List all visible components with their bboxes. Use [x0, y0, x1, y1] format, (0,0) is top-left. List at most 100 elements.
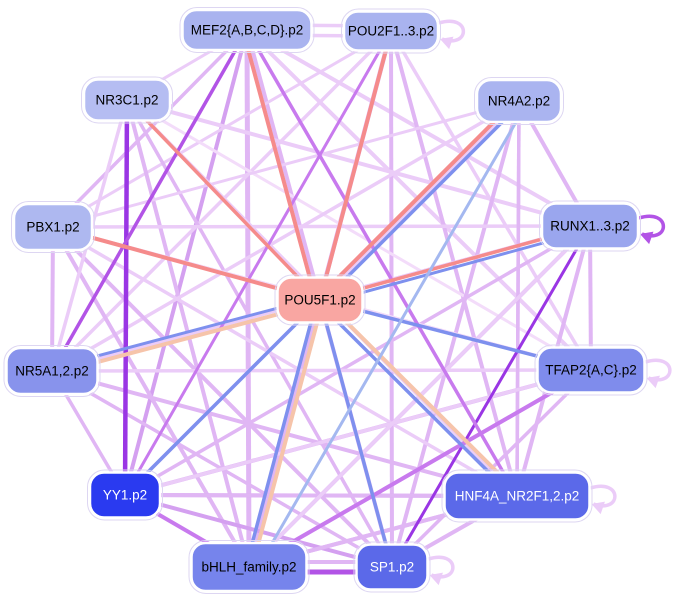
node-box-mef2[interactable] [181, 8, 313, 52]
node-hnf4a[interactable]: HNF4A_NR2F1,2.p2 [441, 469, 593, 523]
edge-runx1-pbx1 [62, 224, 590, 229]
edge-yy1-mef2 [123, 38, 247, 496]
edge-nr4a2-hnf4a [515, 101, 521, 487]
node-label-tfap2: TFAP2{A,C}.p2 [545, 363, 637, 378]
node-pou5f1[interactable]: POU5F1.p2 [274, 274, 366, 326]
edge-sp1-nr3c1 [129, 106, 394, 568]
node-sp1[interactable]: SP1.p2 [353, 541, 431, 593]
node-outline-pou5f1 [274, 274, 366, 326]
node-outline-mef2 [179, 7, 315, 53]
node-pou2f1[interactable]: POU2F1..3.p2 [341, 8, 441, 54]
edge-bhlh-pbx1 [56, 234, 251, 568]
node-outline-pbx1 [11, 201, 95, 253]
edge-tfap2-pou2f1 [394, 37, 593, 371]
node-label-pbx1: PBX1.p2 [26, 220, 79, 235]
edge-tfap2-yy1 [133, 368, 592, 495]
node-label-pou2f1: POU2F1..3.p2 [348, 24, 434, 39]
node-box-pbx1[interactable] [12, 202, 94, 252]
node-outline-yy1 [87, 469, 163, 521]
edge-sp1-nr4a2 [390, 109, 519, 568]
edge-pou5f1-mef2 [243, 39, 319, 302]
edge-pbx1-nr4a2 [52, 101, 512, 229]
node-label-yy1: YY1.p2 [103, 488, 147, 503]
node-box-hnf4a[interactable] [443, 471, 591, 521]
edge-bhlh-pou5f1 [244, 307, 317, 567]
node-outline-sp1 [353, 541, 431, 593]
edge-nr5a1-mef2 [50, 36, 245, 372]
node-outline-tfap2 [534, 344, 648, 396]
node-outline-runx1 [539, 200, 641, 252]
node-box-runx1[interactable] [540, 202, 640, 250]
edge-bhlh-mef2 [244, 40, 252, 567]
edge-sp1-nr5a1 [59, 374, 393, 569]
node-label-mef2: MEF2{A,B,C,D}.p2 [191, 23, 304, 38]
edge-nr3c1-yy1 [122, 100, 130, 485]
node-box-nr4a2[interactable] [475, 78, 563, 124]
node-box-yy1[interactable] [88, 471, 162, 519]
edge-bhlh-nr4a2 [254, 111, 524, 572]
edge-pbx1-pou2f1 [52, 33, 385, 229]
edge-pou5f1-runx1 [319, 226, 582, 302]
node-label-runx1: RUNX1..3.p2 [550, 219, 630, 234]
node-label-nr4a2: NR4A2.p2 [488, 94, 550, 109]
node-box-sp1[interactable] [355, 543, 429, 591]
node-label-pou5f1: POU5F1.p2 [284, 293, 355, 308]
node-label-nr3c1: NR3C1.p2 [95, 93, 158, 108]
self-loop-arrow-runx1 [640, 231, 654, 245]
node-box-pou2f1[interactable] [342, 10, 440, 52]
edge-pou5f1-hnf4a [320, 296, 514, 489]
node-outline-pou2f1 [341, 8, 441, 54]
node-outline-hnf4a [441, 469, 593, 523]
edge-nr4a2-pou5f1 [327, 101, 523, 297]
edge-runx1-nr3c1 [135, 100, 591, 228]
edge-nr5a1-tfap2 [52, 368, 582, 373]
edge-hnf4a-mef2 [250, 36, 519, 497]
edge-pou5f1-pou2f1 [318, 39, 391, 301]
node-box-pou5f1[interactable] [276, 276, 364, 324]
node-outline-nr4a2 [474, 77, 564, 125]
node-box-nr3c1[interactable] [82, 78, 172, 122]
edge-sp1-pou2f1 [389, 40, 394, 567]
node-outline-nr3c1 [81, 76, 173, 124]
edge-pou5f1-nr4a2 [316, 104, 512, 300]
edge-yy1-pou5f1 [123, 305, 315, 497]
edge-tfap2-nr3c1 [133, 102, 592, 372]
edge-sp1-pou5f1 [320, 308, 394, 568]
self-loop-arrow-hnf4a [591, 501, 605, 515]
node-box-bhlh[interactable] [190, 541, 308, 593]
edge-sp1-runx1 [390, 232, 588, 568]
node-mef2[interactable]: MEF2{A,B,C,D}.p2 [179, 7, 315, 53]
node-yy1[interactable]: YY1.p2 [87, 469, 163, 521]
node-nr4a2[interactable]: NR4A2.p2 [474, 77, 564, 125]
edge-yy1-pou2f1 [123, 37, 389, 496]
edge-hnf4a-pou5f1 [323, 307, 517, 500]
node-label-sp1: SP1.p2 [370, 560, 414, 575]
node-pbx1[interactable]: PBX1.p2 [11, 201, 95, 253]
edge-pou5f1-bhlh [252, 300, 325, 559]
node-outline-nr5a1 [3, 345, 101, 397]
node-nr3c1[interactable]: NR3C1.p2 [81, 76, 173, 124]
node-tfap2[interactable]: TFAP2{A,C}.p2 [534, 344, 648, 396]
self-loop-arrow-sp1 [429, 572, 443, 586]
edge-pou5f1-nr3c1 [132, 105, 322, 302]
edge-runx1-mef2 [254, 33, 591, 228]
edge-sp1-pbx1 [58, 232, 394, 569]
node-label-nr5a1: NR5A1,2.p2 [15, 364, 89, 379]
edge-nr5a1-nr4a2 [51, 104, 513, 373]
node-outline-bhlh [188, 540, 310, 594]
node-box-tfap2[interactable] [536, 346, 646, 394]
node-bhlh[interactable]: bHLH_family.p2 [188, 540, 310, 594]
node-label-hnf4a: HNF4A_NR2F1,2.p2 [455, 489, 580, 504]
node-nr5a1[interactable]: NR5A1,2.p2 [3, 345, 101, 397]
edge-nr5a1-pou2f1 [50, 36, 386, 373]
node-box-nr5a1[interactable] [5, 346, 99, 396]
edge-tfap2-runx1 [588, 235, 593, 361]
edge-hnf4a-pbx1 [59, 230, 518, 498]
self-loop-arrow-pou2f1 [440, 36, 454, 50]
edge-runx1-bhlh [254, 224, 592, 562]
node-runx1[interactable]: RUNX1..3.p2 [539, 200, 641, 252]
node-label-bhlh: bHLH_family.p2 [201, 560, 296, 575]
self-loop-arrow-tfap2 [646, 375, 660, 389]
